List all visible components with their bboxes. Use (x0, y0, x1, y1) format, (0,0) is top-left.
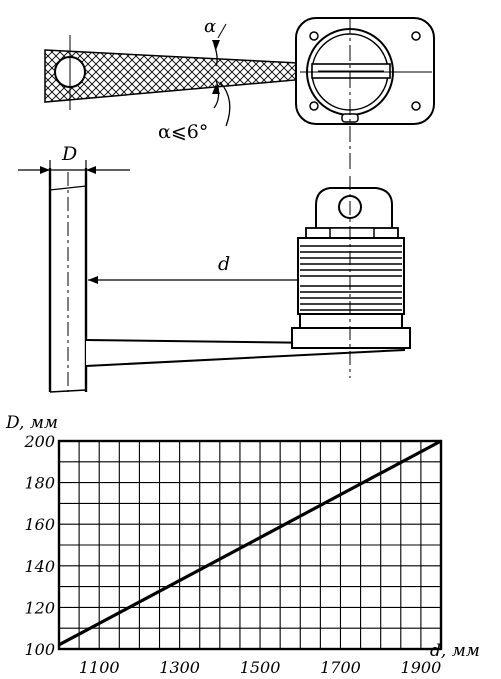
alpha-arrow-bottom (212, 84, 220, 94)
D-arrow-right (86, 166, 96, 174)
x-tick-label: 1700 (320, 658, 361, 677)
mount-hole-tr (411, 31, 421, 41)
alpha-leader (217, 23, 227, 39)
y-tick-label: 180 (24, 474, 55, 493)
alpha-arc-bottom (213, 79, 220, 109)
alpha-arc-long (219, 81, 231, 127)
D-label: D (61, 143, 77, 165)
x-tick-label: 1300 (159, 658, 200, 677)
side-view: D d (18, 143, 411, 393)
alpha-arrow-top (212, 40, 220, 50)
pole-break-top (49, 185, 87, 191)
x-axis-label: d, мм (430, 641, 480, 661)
mount-hole-br (411, 101, 421, 111)
x-tick-label: 1100 (79, 658, 120, 677)
chart-series (58, 439, 442, 647)
lamp-lens-ribs (300, 245, 402, 311)
y-tick-label: 120 (24, 598, 55, 617)
y-tick-label: 140 (24, 557, 55, 576)
alpha-condition-label: α⩽6° (158, 121, 208, 143)
chart-ticks: 1100 1300 1500 1700 1900 100 120 140 160 180 200 (23, 432, 441, 677)
x-tick-label: 1900 (401, 658, 442, 677)
chart: D, мм d, мм 1100 1300 1500 1700 1900 100 120 14… (5, 413, 480, 677)
visibility-sector (44, 49, 319, 103)
x-tick-label: 1500 (240, 658, 281, 677)
series-line (58, 439, 442, 647)
y-tick-label: 100 (24, 640, 55, 659)
lamp-base-upper (299, 313, 403, 329)
y-tick-label: 200 (23, 432, 55, 451)
y-tick-label: 160 (24, 515, 55, 534)
d-label: d (218, 253, 230, 275)
y-axis-label: D, мм (5, 413, 58, 433)
mount-hole-bl (309, 101, 319, 111)
alpha-label: α (204, 16, 216, 37)
pole-break-bottom (49, 389, 87, 393)
mount-hole-tl (309, 31, 319, 41)
D-arrow-left (40, 166, 50, 174)
d-arrow-left (88, 276, 98, 284)
top-view: α α⩽6° (44, 16, 435, 172)
lamp-base-lower (291, 327, 411, 349)
chart-grid (59, 441, 441, 649)
